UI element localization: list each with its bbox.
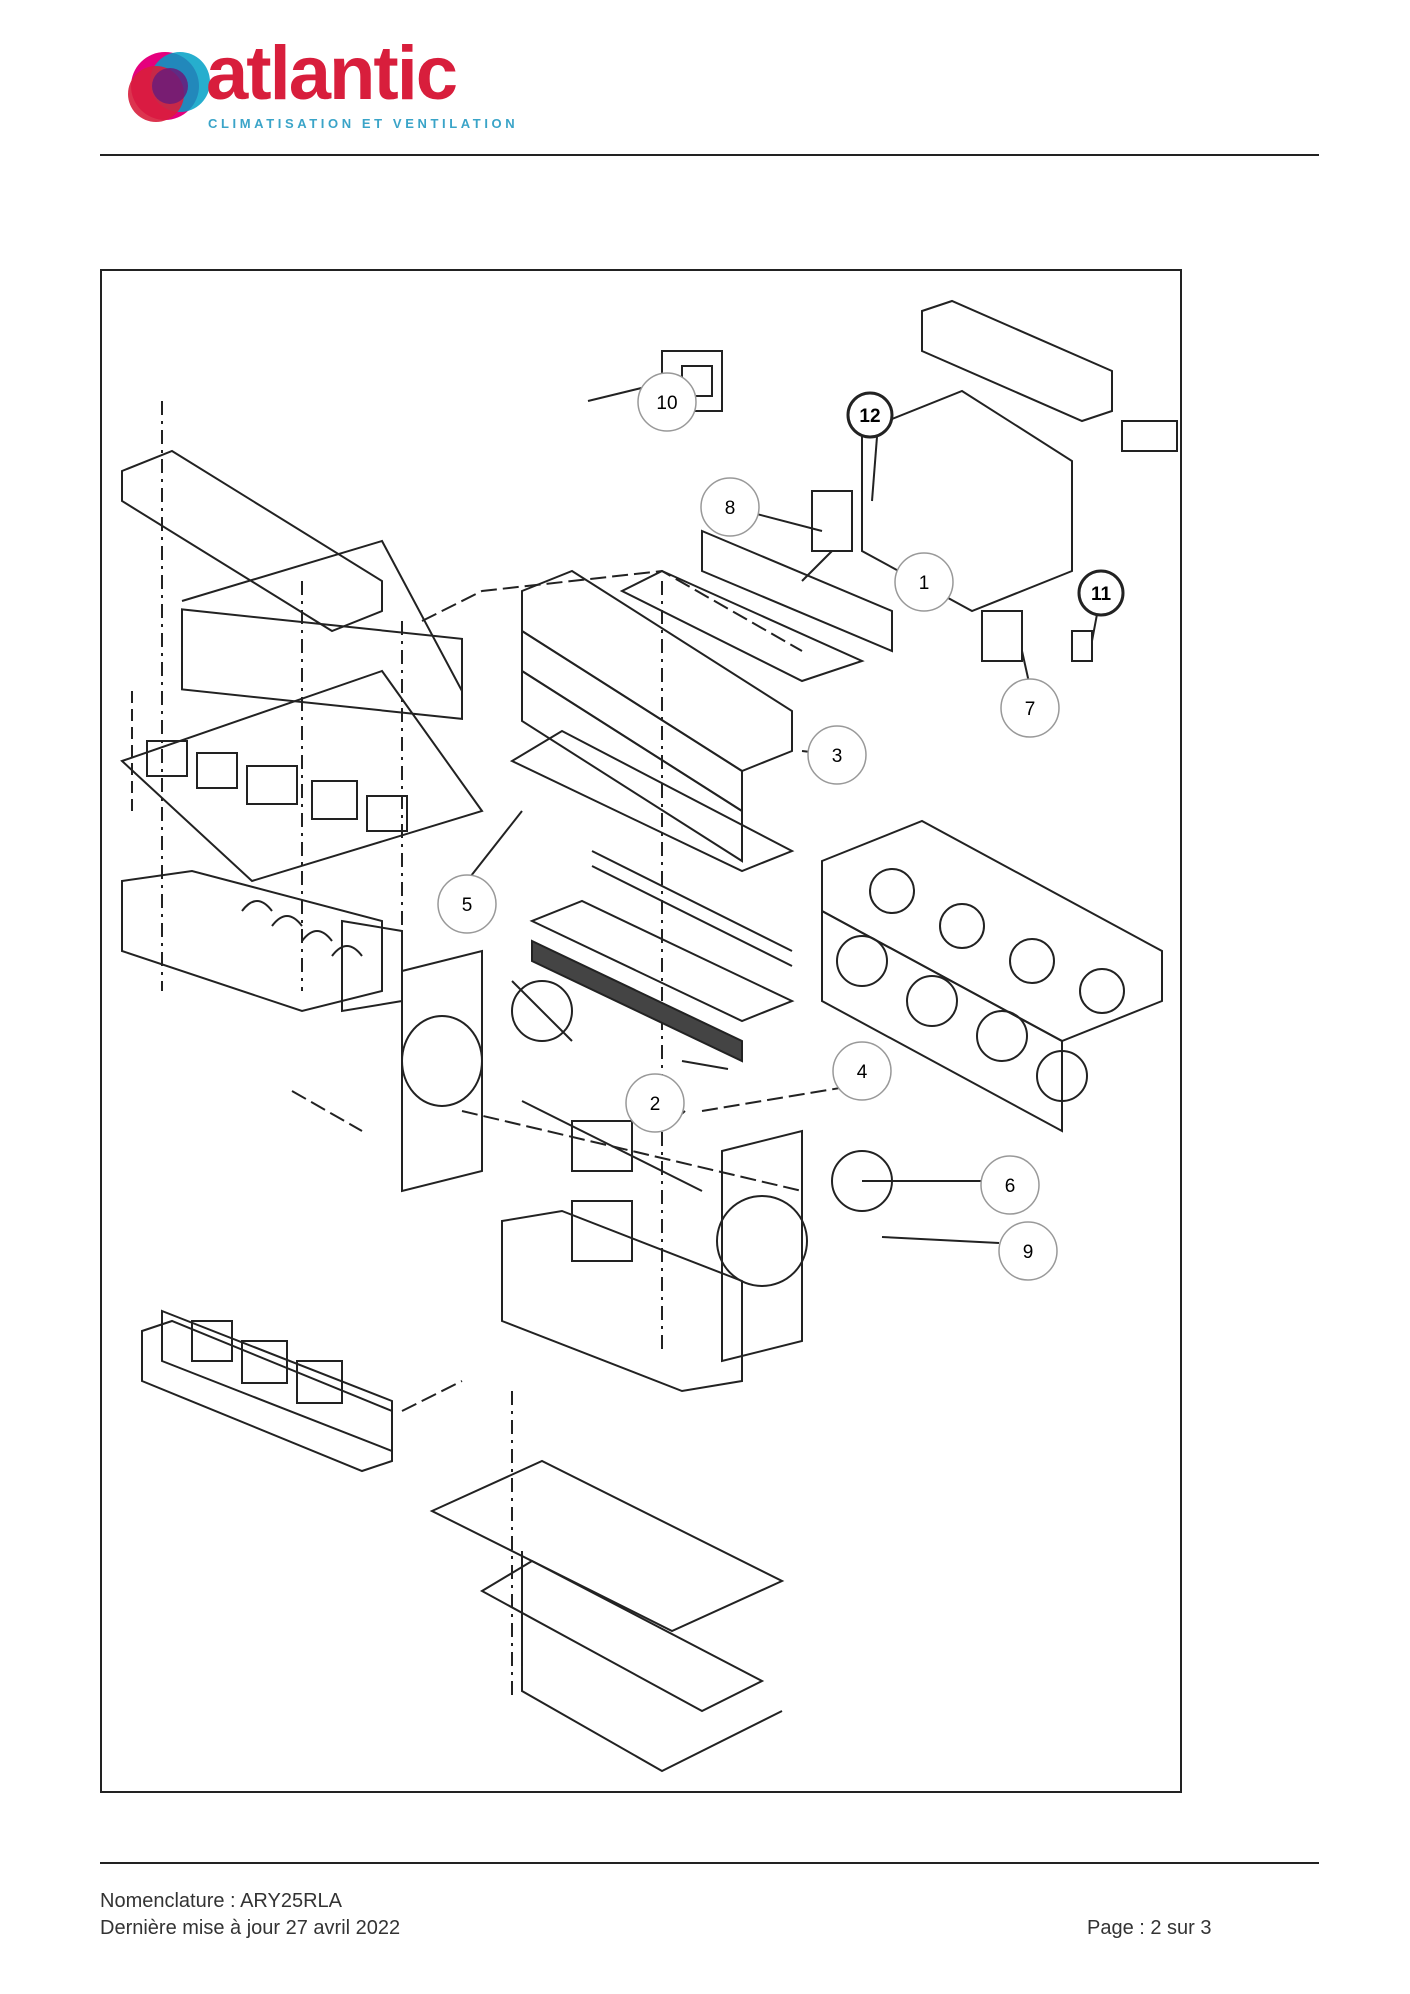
brand-name: atlantic	[206, 31, 458, 116]
right-blower-housing-part	[716, 1129, 893, 1363]
callout-10: 10	[637, 372, 697, 432]
footer-divider	[100, 1862, 1319, 1864]
svg-text:7: 7	[1025, 699, 1036, 720]
control-box-part	[619, 299, 1113, 683]
left-blower-housing-part	[401, 949, 573, 1193]
callout-3: 3	[807, 725, 867, 785]
coil-strip-part	[529, 850, 795, 1063]
svg-text:6: 6	[1005, 1176, 1016, 1197]
callout-12: 12	[846, 391, 894, 439]
right-blower-bank-part	[821, 819, 1163, 1133]
atlantic-logo-mark	[128, 52, 210, 122]
callout-2: 2	[625, 1073, 685, 1133]
svg-text:12: 12	[859, 406, 880, 427]
callout-11: 11	[1077, 569, 1125, 617]
footer-page-number: Page : 2 sur 3	[1087, 1917, 1212, 1939]
svg-text:2: 2	[650, 1094, 661, 1115]
callout-1: 1	[894, 552, 954, 612]
svg-text:4: 4	[857, 1062, 868, 1083]
callouts: 10 12 8 1 11 7	[437, 372, 1125, 1281]
footer-nomenclature: Nomenclature : ARY25RLA	[100, 1890, 342, 1912]
brand-tagline: CLIMATISATION ET VENTILATION	[208, 116, 519, 131]
callout-5: 5	[437, 874, 497, 934]
svg-text:8: 8	[725, 498, 736, 519]
left-bracket-part	[121, 869, 403, 1013]
callout-8: 8	[700, 477, 760, 537]
svg-text:1: 1	[919, 573, 930, 594]
footer-last-updated: Dernière mise à jour 27 avril 2022	[100, 1917, 401, 1939]
diagram-drawing: 10 12 8 1 11 7	[120, 299, 1178, 1773]
callout-9: 9	[998, 1221, 1058, 1281]
base-panels-part	[141, 1209, 785, 1773]
top-left-housing-part	[120, 401, 484, 1031]
callout-7: 7	[1000, 678, 1060, 738]
central-casing-part	[421, 569, 803, 1351]
callout-4: 4	[832, 1041, 892, 1101]
capacitor-and-terminal-parts	[981, 420, 1178, 662]
svg-text:11: 11	[1091, 584, 1112, 605]
svg-text:3: 3	[832, 746, 843, 767]
exploded-parts-diagram: 10 12 8 1 11 7	[100, 269, 1182, 1793]
svg-text:10: 10	[656, 393, 677, 414]
callout-6: 6	[980, 1155, 1040, 1215]
svg-text:9: 9	[1023, 1242, 1034, 1263]
svg-text:5: 5	[462, 895, 473, 916]
header-divider	[100, 154, 1319, 156]
